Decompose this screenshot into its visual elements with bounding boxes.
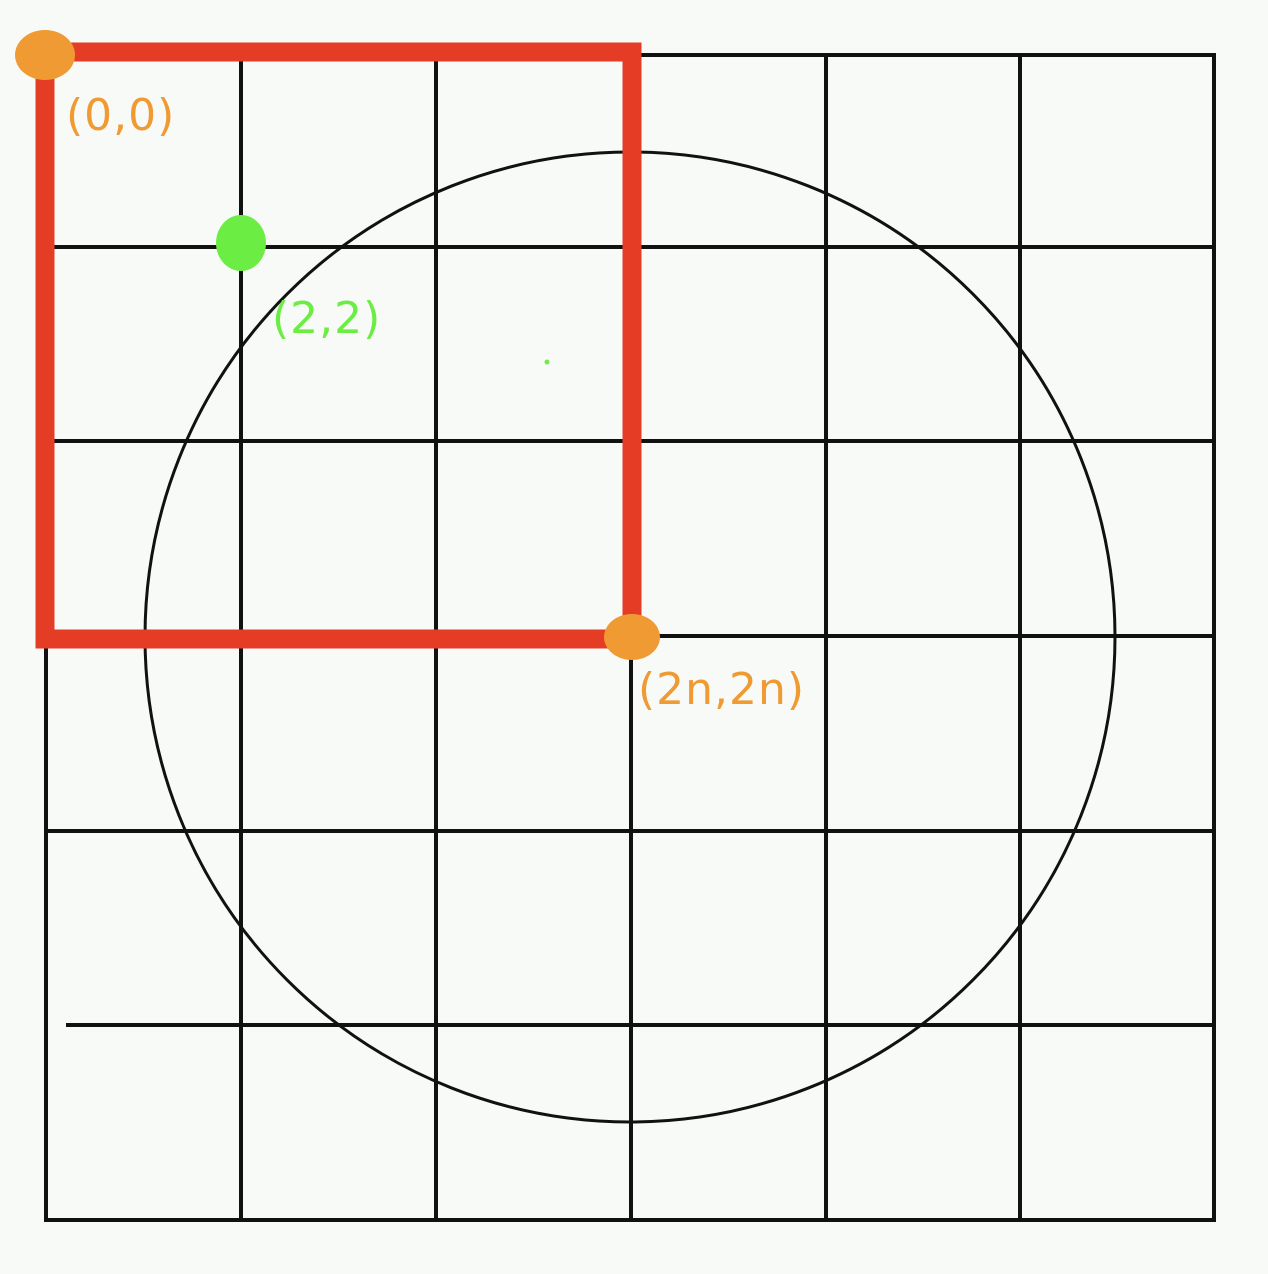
origin-label: (0,0) bbox=[66, 90, 175, 141]
sample-point-label: (2,2) bbox=[272, 293, 381, 344]
highlight-square bbox=[35, 42, 642, 649]
sample-point bbox=[216, 215, 266, 271]
origin-point bbox=[15, 30, 75, 80]
far-corner-label: (2n,2n) bbox=[638, 664, 805, 715]
center-dot bbox=[544, 359, 550, 365]
far-corner-point bbox=[604, 614, 660, 660]
